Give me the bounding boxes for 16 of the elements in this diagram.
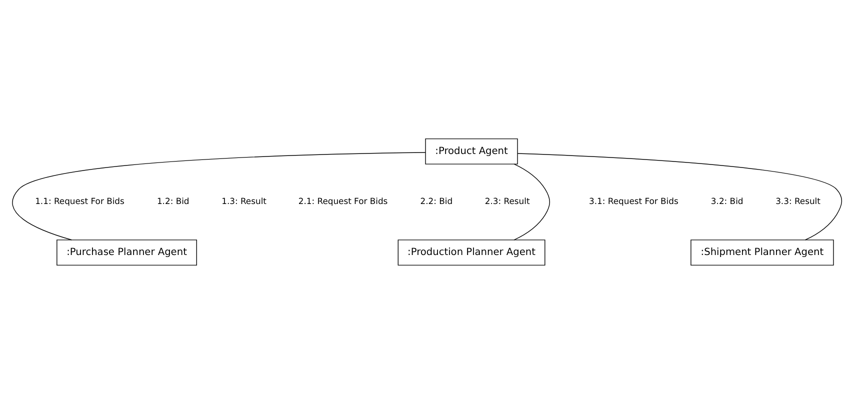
- label: 1.1: Request For Bids: [35, 196, 124, 206]
- label: 3.1: Request For Bids: [589, 196, 678, 206]
- connector: [514, 164, 550, 240]
- label: 1.3: Result: [222, 196, 266, 206]
- connector: [12, 152, 426, 240]
- node-box: :Production Planner Agent: [398, 240, 546, 266]
- node-box: :Purchase Planner Agent: [56, 240, 197, 266]
- label: 2.2: Bid: [420, 196, 453, 206]
- label: 2.3: Result: [484, 196, 530, 206]
- label: 2.1: Request For Bids: [298, 196, 388, 206]
- label: 3.2: Bid: [710, 196, 744, 206]
- node-box: :Product Agent: [425, 138, 518, 164]
- connector: [517, 153, 842, 240]
- node-box: :Shipment Planner Agent: [690, 240, 834, 266]
- label: 3.3: Result: [776, 196, 820, 206]
- label: 1.2: Bid: [156, 196, 190, 206]
